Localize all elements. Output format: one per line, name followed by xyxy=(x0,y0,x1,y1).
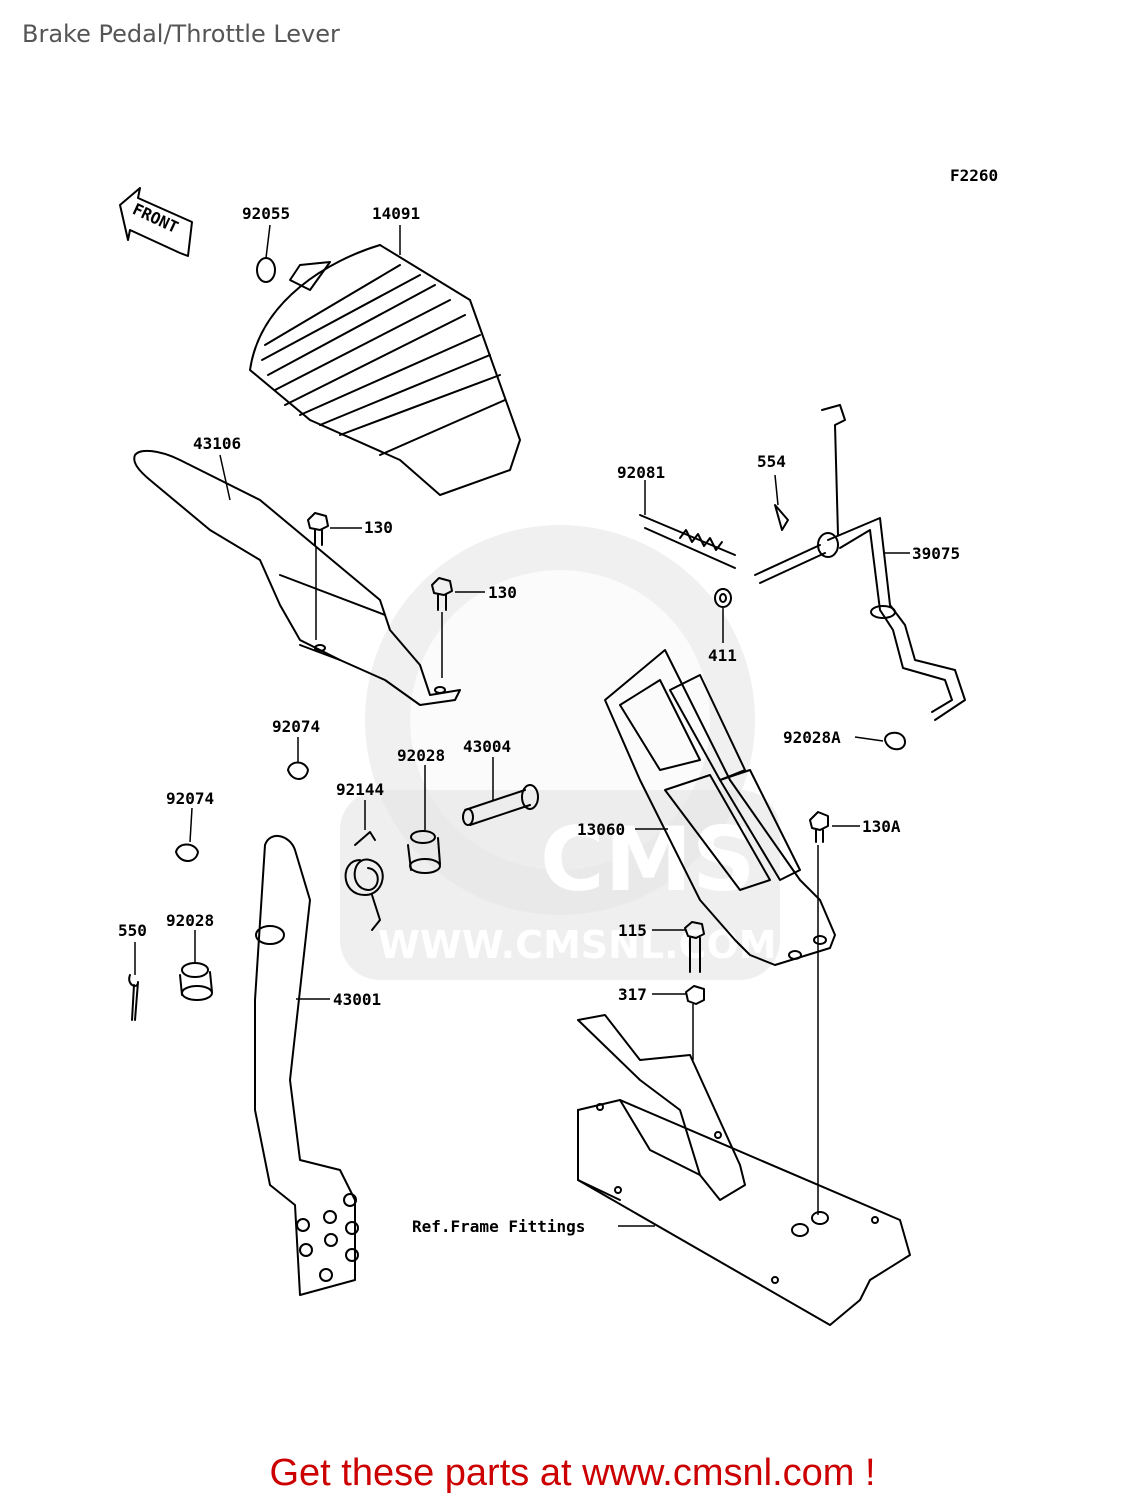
label-92028-1: 92028 xyxy=(397,746,445,765)
page-title: Brake Pedal/Throttle Lever xyxy=(22,20,340,48)
part-317-nut xyxy=(685,985,705,1005)
part-92028-bushing-1 xyxy=(407,830,441,874)
label-92055: 92055 xyxy=(242,204,290,223)
label-ref-frame-fittings: Ref.Frame Fittings xyxy=(412,1217,585,1236)
parts-diagram: CMS WWW.CMSNL.COM F2260 FRONT xyxy=(118,166,998,1326)
label-43001: 43001 xyxy=(333,990,381,1009)
part-13060-throttle-pedal xyxy=(604,649,836,966)
label-14091: 14091 xyxy=(372,204,420,223)
part-92028A-cap xyxy=(884,731,906,751)
front-arrow-icon: FRONT xyxy=(119,187,193,257)
part-130A-bolt xyxy=(809,811,829,843)
part-92028-bushing-2 xyxy=(179,962,213,1001)
label-43004: 43004 xyxy=(463,737,511,756)
label-554: 554 xyxy=(757,452,786,471)
figure-code: F2260 xyxy=(950,166,998,185)
label-92074-1: 92074 xyxy=(272,717,320,736)
label-550: 550 xyxy=(118,921,147,940)
part-130-bolt-2 xyxy=(431,577,453,611)
part-92144-spring xyxy=(344,831,384,931)
part-130-bolt-1 xyxy=(307,512,329,546)
label-115: 115 xyxy=(618,921,647,940)
footer-link[interactable]: Get these parts at www.cmsnl.com ! xyxy=(269,1452,876,1494)
part-92081-spring xyxy=(639,514,736,569)
label-411: 411 xyxy=(708,646,737,665)
frame-fittings xyxy=(577,1014,911,1326)
part-43004-shaft xyxy=(462,784,539,826)
label-92028-2: 92028 xyxy=(166,911,214,930)
part-43001-brake-pedal xyxy=(254,835,359,1296)
label-13060: 13060 xyxy=(577,820,625,839)
part-115-bolt xyxy=(684,921,705,973)
label-130A: 130A xyxy=(862,817,901,836)
label-92028A: 92028A xyxy=(783,728,841,747)
part-411-washer xyxy=(714,588,732,608)
label-43106: 43106 xyxy=(193,434,241,453)
label-317: 317 xyxy=(618,985,647,1004)
label-92081: 92081 xyxy=(617,463,665,482)
part-14091-boot xyxy=(249,244,521,496)
part-92055-oring xyxy=(256,257,276,283)
watermark-logo: CMS xyxy=(540,808,756,911)
part-92074-cap-1 xyxy=(287,761,309,780)
part-92074-cap-2 xyxy=(175,843,199,862)
label-92074-2: 92074 xyxy=(166,789,214,808)
part-550-cotter-pin xyxy=(128,974,139,1021)
part-554-pin xyxy=(774,504,789,531)
watermark-text: WWW.CMSNL.COM xyxy=(378,923,777,967)
label-130-2: 130 xyxy=(488,583,517,602)
part-labels: 92055 14091 43106 130 130 92081 554 3907… xyxy=(118,204,960,1236)
label-92144: 92144 xyxy=(336,780,384,799)
label-130-1: 130 xyxy=(364,518,393,537)
leader-lines xyxy=(134,224,910,1227)
label-39075: 39075 xyxy=(912,544,960,563)
part-39075-throttle-shaft xyxy=(754,404,966,721)
part-43106-lever xyxy=(133,449,461,706)
